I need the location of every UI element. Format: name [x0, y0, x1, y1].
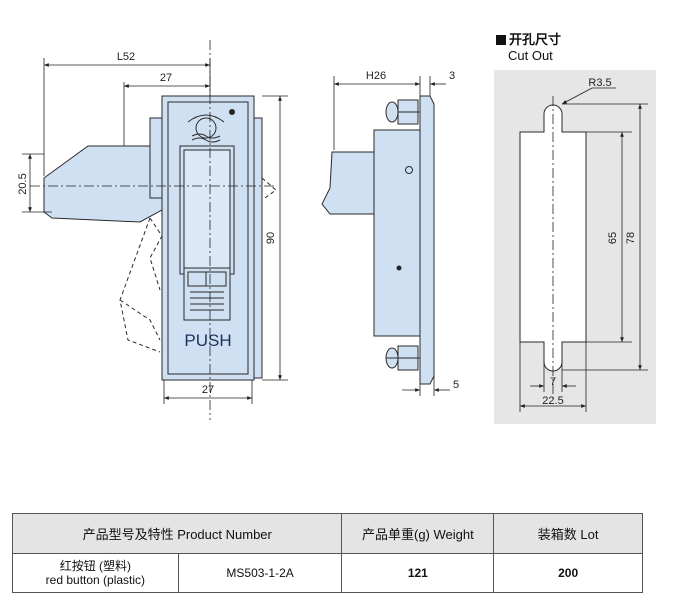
dim-handle-offset: 20.5 [17, 173, 29, 194]
dim-bottom-width: 27 [202, 384, 214, 396]
dim-outer: 78 [625, 232, 637, 244]
dim-flange: 3 [449, 70, 455, 82]
dim-radius: R3.5 [588, 77, 611, 89]
cell-description: 红按钮 (塑料) red button (plastic) [12, 553, 179, 593]
desc-cn: 红按钮 (塑料) [59, 559, 132, 573]
cutout-title: 开孔尺寸 Cut Out [496, 32, 561, 64]
header-product: 产品型号及特性 Product Number [11, 513, 343, 554]
spec-table: 产品型号及特性 Product Number 产品单重(g) Weight 装箱… [11, 513, 643, 593]
push-label: PUSH [184, 331, 231, 350]
desc-en: red button (plastic) [45, 573, 146, 587]
table-header-row: 产品型号及特性 Product Number 产品单重(g) Weight 装箱… [11, 513, 643, 554]
header-weight: 产品单重(g) Weight [341, 513, 495, 554]
cutout-title-cn: 开孔尺寸 [509, 32, 562, 47]
dim-inner: 65 [607, 232, 619, 244]
table-row: 红按钮 (塑料) red button (plastic) MS503-1-2A… [12, 553, 643, 593]
side-view [321, 95, 435, 385]
dim-width: 22.5 [542, 395, 563, 407]
cell-weight: 121 [341, 553, 495, 593]
dim-offset: 27 [160, 72, 172, 84]
dim-slot: 7 [550, 376, 556, 388]
front-view [43, 95, 277, 381]
dim-height: 90 [265, 232, 277, 244]
dim-depth: H26 [366, 70, 386, 82]
header-lot: 装箱数 Lot [493, 513, 643, 554]
dim-overall-width: L52 [117, 51, 135, 63]
cutout-title-en: Cut Out [508, 48, 553, 63]
cell-lot: 200 [493, 553, 643, 593]
square-icon [496, 35, 506, 45]
dim-bottom: 5 [453, 379, 459, 391]
cell-model: MS503-1-2A [177, 553, 343, 593]
technical-drawing: PUSH L52 27 20.5 90 27 [17, 40, 656, 424]
